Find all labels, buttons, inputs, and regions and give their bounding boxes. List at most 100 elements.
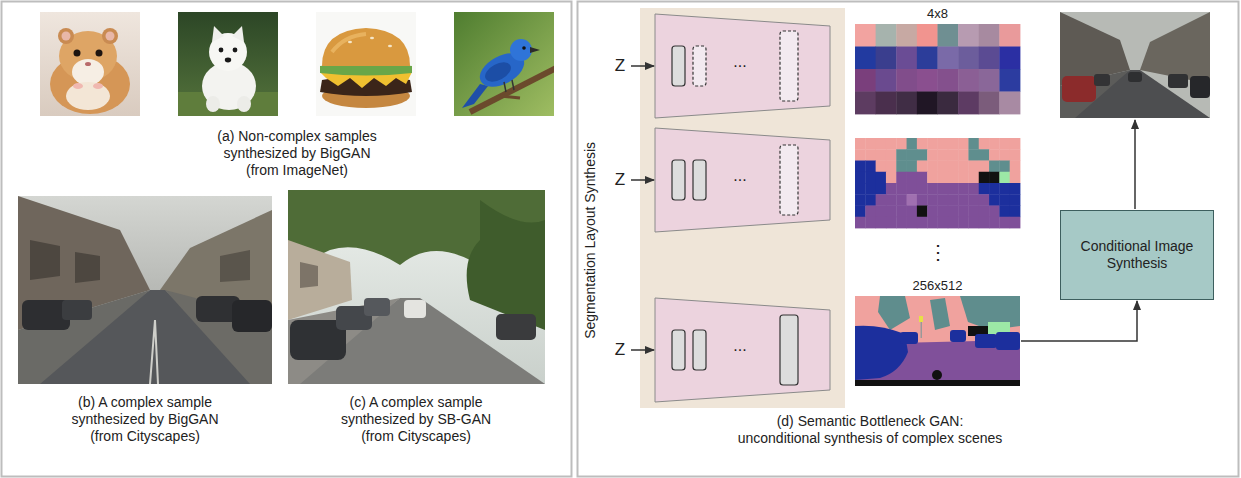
street-photo bbox=[18, 290, 272, 384]
bird-photo bbox=[530, 47, 540, 53]
layer-ellipsis: ... bbox=[733, 336, 746, 355]
box-label: Conditional Image Synthesis bbox=[1071, 238, 1203, 273]
street-photo bbox=[467, 200, 545, 330]
layout-mosaic bbox=[907, 161, 918, 173]
layout-mosaic bbox=[999, 183, 1010, 195]
layout-mosaic bbox=[938, 92, 959, 115]
layout-mosaic bbox=[948, 149, 959, 161]
layout-mosaic bbox=[989, 194, 1000, 206]
street-photo bbox=[232, 300, 272, 332]
layout-mosaic bbox=[979, 194, 990, 206]
dog-photo bbox=[237, 96, 251, 112]
layer-ellipsis: ... bbox=[733, 166, 746, 185]
layout-mosaic bbox=[886, 194, 897, 206]
layout-mosaic bbox=[896, 149, 907, 161]
layout-mosaic bbox=[917, 47, 938, 70]
caption: (c) A complex sample synthesized by SB-G… bbox=[331, 394, 501, 444]
layout-mosaic bbox=[855, 92, 876, 115]
latent-input: Z bbox=[615, 56, 625, 76]
layout-mosaic bbox=[979, 206, 990, 218]
layout-mosaic bbox=[855, 217, 866, 229]
layout-mosaic bbox=[968, 183, 979, 195]
layout-mosaic bbox=[896, 217, 907, 229]
layout-mosaic bbox=[927, 194, 938, 206]
layout-mosaic bbox=[896, 24, 917, 47]
input-arrow bbox=[631, 65, 654, 67]
layout-mosaic bbox=[999, 138, 1010, 150]
layout-mosaic bbox=[958, 172, 969, 184]
layout-mosaic bbox=[958, 206, 969, 218]
layout-mosaic bbox=[1010, 194, 1021, 206]
connector-arrow bbox=[1021, 301, 1137, 341]
layout-mosaic bbox=[886, 217, 897, 229]
bird-photo bbox=[504, 80, 514, 92]
layout-mosaic bbox=[999, 217, 1010, 229]
layout-mosaic bbox=[876, 183, 887, 195]
segmentation-map bbox=[930, 298, 950, 330]
segmentation-map bbox=[932, 370, 942, 380]
layout-mosaic bbox=[938, 149, 949, 161]
generator-network bbox=[655, 298, 830, 402]
street-photo bbox=[288, 298, 400, 384]
layout-mosaic bbox=[876, 47, 897, 70]
input-arrow bbox=[631, 349, 654, 351]
dog-photo bbox=[219, 48, 224, 53]
layout-mosaic bbox=[927, 183, 938, 195]
layout-mosaic bbox=[917, 194, 928, 206]
street-photo bbox=[288, 190, 545, 384]
layout-mosaic bbox=[917, 183, 928, 195]
caption: (b) A complex sample synthesized by BigG… bbox=[62, 394, 228, 444]
street-photo bbox=[288, 298, 545, 384]
hamster-photo bbox=[85, 62, 91, 66]
layout-mosaic bbox=[999, 92, 1020, 115]
layout-mosaic bbox=[855, 47, 876, 70]
resolution-label: 4x8 bbox=[927, 6, 948, 22]
layout-mosaic bbox=[938, 172, 949, 184]
caption: (d) Semantic Bottleneck GAN: uncondition… bbox=[736, 413, 1004, 447]
street-photo bbox=[18, 290, 150, 384]
layout-mosaic bbox=[855, 183, 866, 195]
segmentation-map bbox=[900, 332, 918, 344]
network-layer bbox=[780, 145, 798, 215]
latent-input: Z bbox=[615, 170, 625, 190]
street-photo bbox=[404, 300, 426, 318]
segmentation-layout: 256x512 bbox=[855, 278, 1020, 386]
layout-mosaic bbox=[896, 183, 907, 195]
layout-mosaic bbox=[876, 24, 897, 47]
layout-mosaic bbox=[968, 194, 979, 206]
layout-mosaic bbox=[979, 24, 1000, 47]
layout-mosaic bbox=[886, 138, 897, 150]
layout-mosaic bbox=[999, 194, 1010, 206]
hamster-photo bbox=[106, 32, 115, 41]
layout-mosaic bbox=[1010, 138, 1021, 150]
burger-photo bbox=[388, 45, 392, 47]
layer-ellipsis: ... bbox=[733, 52, 746, 71]
layout-mosaic bbox=[855, 194, 866, 206]
layout-mosaic bbox=[886, 172, 897, 184]
layout-mosaic bbox=[927, 161, 938, 173]
street-photo bbox=[165, 290, 272, 384]
hamster-photo bbox=[73, 83, 83, 89]
layout-mosaic bbox=[948, 161, 959, 173]
layout-mosaic bbox=[907, 206, 918, 218]
hamster-photo bbox=[40, 12, 140, 116]
hamster-photo bbox=[96, 50, 103, 57]
layout-mosaic bbox=[865, 206, 876, 218]
bird-photo bbox=[482, 58, 514, 85]
network-layer bbox=[672, 46, 685, 86]
layout-mosaic bbox=[979, 172, 990, 184]
input-arrow bbox=[631, 66, 654, 350]
hamster-photo bbox=[40, 12, 140, 116]
latent-input: Z bbox=[615, 340, 625, 360]
layout-mosaic bbox=[865, 138, 876, 150]
layout-mosaic bbox=[876, 194, 887, 206]
layout-mosaic bbox=[855, 24, 1020, 114]
hamster-photo bbox=[102, 28, 118, 44]
generator-network bbox=[655, 128, 830, 232]
layout-mosaic bbox=[999, 69, 1020, 92]
synthesis-box: Conditional Image Synthesis bbox=[1060, 210, 1214, 300]
dog-photo bbox=[212, 26, 224, 42]
layout-mosaic bbox=[948, 217, 959, 229]
layout-mosaic bbox=[876, 138, 887, 150]
